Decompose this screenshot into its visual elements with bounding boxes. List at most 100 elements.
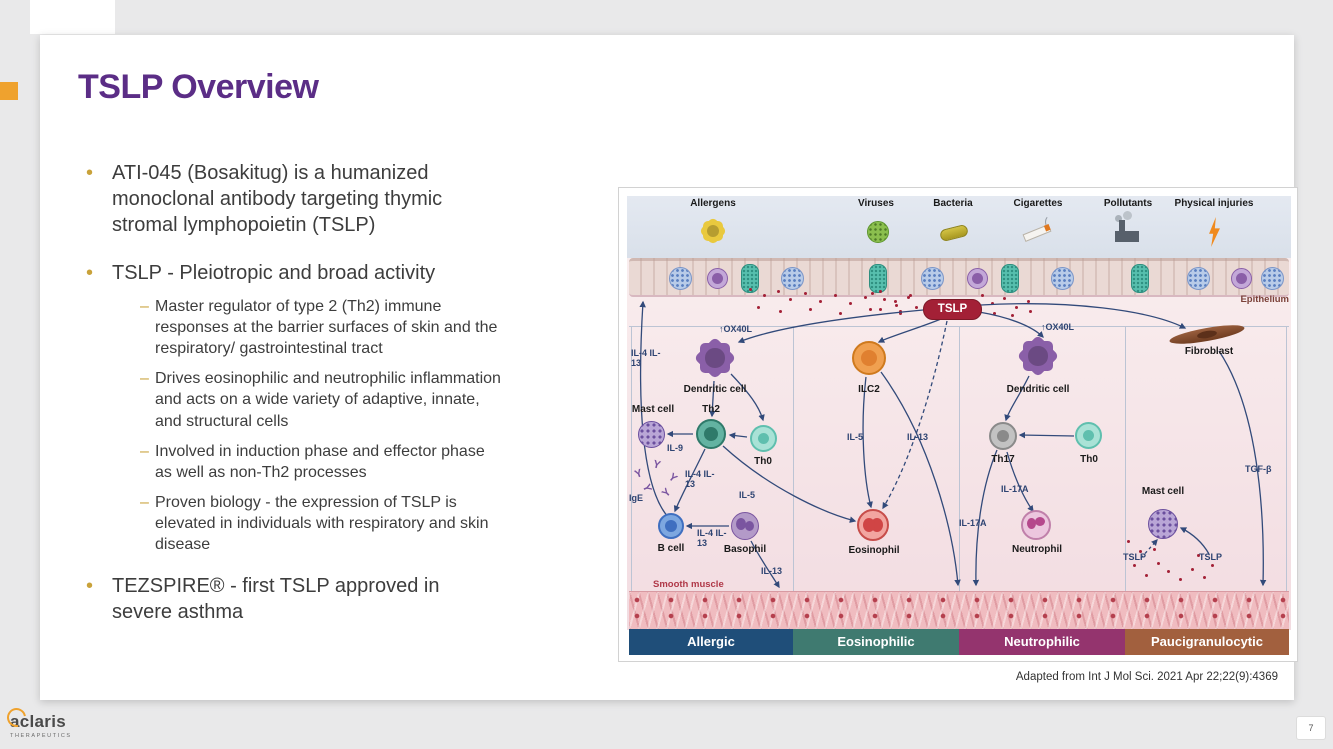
band-neutrophilic: Neutrophilic	[959, 629, 1125, 655]
column-divider	[1125, 326, 1126, 591]
column-divider	[1286, 326, 1287, 591]
bacteria-icon	[938, 223, 970, 243]
dendritic-cell-right	[1023, 341, 1053, 371]
subbullet-proven-biology: Proven biology - the expression of TSLP …	[78, 492, 503, 555]
epithelium-label: Epithelium	[1240, 294, 1289, 305]
epithelium-cell	[741, 264, 759, 293]
basophil-cell	[731, 512, 759, 540]
b-cell-label: B cell	[657, 543, 685, 554]
epithelium-cell	[707, 268, 728, 289]
dendritic-cell-left-label: Dendritic cell	[683, 384, 747, 395]
fibroblast-label: Fibroblast	[1184, 346, 1234, 357]
logo-wordmark: aclaris	[3, 704, 120, 732]
il4-il13-bcell-label: IL-4 IL-13	[697, 528, 727, 549]
trigger-bacteria-label: Bacteria	[933, 198, 973, 209]
ige-label: IgE	[629, 493, 644, 503]
ilc2-label: ILC2	[858, 384, 880, 395]
epithelium-cell	[967, 268, 988, 289]
trigger-pollutants: Pollutants	[1083, 198, 1173, 253]
il13-mid-label: IL-13	[907, 432, 929, 442]
epithelium-cell	[669, 267, 692, 290]
epithelium-cell	[921, 267, 944, 290]
trigger-cigarettes-label: Cigarettes	[1013, 198, 1063, 209]
cigarette-icon	[1022, 224, 1052, 242]
tslp-molecule-dots	[871, 292, 874, 295]
trigger-pollutants-label: Pollutants	[1103, 198, 1153, 209]
dendritic-cell-left	[700, 343, 730, 373]
il4-il13-left-label: IL-4 IL-13	[631, 348, 661, 369]
il5-left-label: IL-5	[739, 490, 756, 500]
th0-cell-right	[1075, 422, 1102, 449]
mast-cell-right	[1148, 509, 1178, 539]
column-divider	[631, 326, 632, 591]
figure-caption: Adapted from Int J Mol Sci. 2021 Apr 22;…	[1015, 671, 1278, 683]
il17a-label-1: IL-17A	[1001, 484, 1029, 494]
top-left-notch	[30, 0, 115, 34]
epithelium-band	[629, 258, 1289, 297]
subbullet-master-regulator: Master regulator of type 2 (Th2) immune …	[78, 296, 503, 359]
tgf-beta-label: TGF-β	[1245, 464, 1272, 474]
mast-cell-left	[638, 421, 665, 448]
ilc2-cell	[852, 341, 886, 375]
mast-cell-right-label: Mast cell	[1141, 486, 1185, 497]
tslp-molecule-dots	[981, 294, 984, 297]
aclaris-logo: aclaris THERAPEUTICS	[3, 704, 120, 739]
b-cell	[658, 513, 684, 539]
allergen-icon	[703, 221, 723, 241]
th2-cell	[696, 419, 726, 449]
smooth-muscle-label: Smooth muscle	[653, 579, 724, 590]
slide-card: TSLP Overview ATI-045 (Bosakitug) is a h…	[40, 35, 1298, 700]
th0-right-label: Th0	[1080, 454, 1098, 465]
trigger-physical-injuries: Physical injuries	[1169, 198, 1259, 253]
il13-basophil-label: IL-13	[761, 566, 783, 576]
th17-cell	[989, 422, 1017, 450]
page-title: TSLP Overview	[78, 68, 319, 106]
il17a-label-2: IL-17A	[959, 518, 987, 528]
bullet-ati045: ATI-045 (Bosakitug) is a humanized monoc…	[78, 160, 492, 238]
eosinophil-label: Eosinophil	[848, 545, 900, 556]
tslp-label-left: TSLP	[1123, 552, 1147, 562]
bullet-tslp-pleiotropic: TSLP - Pleiotropic and broad activity	[78, 260, 492, 286]
epithelium-cell	[1261, 267, 1284, 290]
tslp-pill: TSLP	[923, 299, 982, 320]
smoke-icon	[1123, 211, 1132, 220]
epithelium-cell	[1001, 264, 1019, 293]
th17-label: Th17	[991, 454, 1015, 465]
epithelium-cell	[1187, 267, 1210, 290]
mast-cell-left-label: Mast cell	[631, 404, 675, 415]
tslp-pathway-figure: Allergens Viruses Bacteria Cigarettes Po…	[618, 187, 1298, 662]
tslp-label-right: TSLP	[1199, 552, 1223, 562]
trigger-viruses: Viruses	[831, 198, 921, 253]
lightning-icon	[1209, 217, 1220, 247]
il5-mid-label: IL-5	[847, 432, 864, 442]
subbullet-drives-inflammation: Drives eosinophilic and neutrophilic inf…	[78, 368, 503, 431]
neutrophil-cell	[1021, 510, 1051, 540]
factory-icon	[1115, 220, 1139, 242]
trigger-viruses-label: Viruses	[858, 198, 894, 209]
accent-square	[0, 82, 18, 100]
th0-cell-left	[750, 425, 777, 452]
band-eosinophilic: Eosinophilic	[793, 629, 959, 655]
basophil-label: Basophil	[723, 544, 767, 555]
trigger-allergens-label: Allergens	[690, 198, 736, 209]
smoke-icon	[1115, 215, 1122, 222]
tslp-molecule-dots	[1127, 540, 1130, 543]
tslp-molecule-dots	[749, 288, 752, 291]
eosinophil-cell	[857, 509, 889, 541]
trigger-bacteria: Bacteria	[908, 198, 998, 253]
epithelium-cell	[1051, 267, 1074, 290]
endotype-bands: Allergic Eosinophilic Neutrophilic Pauci…	[629, 629, 1289, 655]
column-divider	[793, 326, 794, 591]
epithelium-cell	[1231, 268, 1252, 289]
logo-brand-text: aclaris	[10, 712, 66, 731]
th0-left-label: Th0	[754, 456, 772, 467]
ox40l-left-label: ↑OX40L	[719, 324, 753, 334]
bullet-tezspire: TEZSPIRE® - first TSLP approved in sever…	[78, 573, 492, 625]
smooth-muscle-band	[629, 591, 1289, 630]
virus-icon	[867, 221, 889, 243]
bullet-column: ATI-045 (Bosakitug) is a humanized monoc…	[78, 160, 558, 647]
epithelium-cell	[869, 264, 887, 293]
page-number: 7	[1296, 716, 1326, 740]
logo-subtext: THERAPEUTICS	[10, 733, 72, 739]
